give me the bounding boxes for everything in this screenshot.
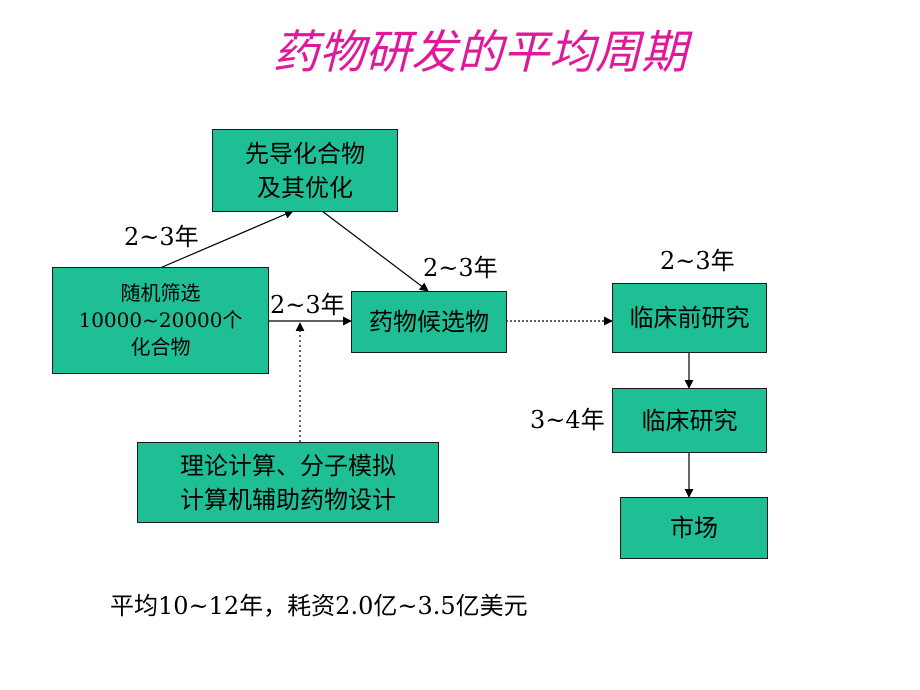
node-line: 及其优化 bbox=[257, 173, 353, 202]
node-market: 市场 bbox=[620, 497, 768, 559]
node-line: 临床前研究 bbox=[629, 304, 750, 332]
duration-preclinical: 2~3年 bbox=[660, 247, 735, 275]
node-lead-compound: 先导化合物 及其优化 bbox=[212, 129, 398, 212]
node-computational-design: 理论计算、分子模拟 计算机辅助药物设计 bbox=[137, 442, 439, 523]
node-line: 理论计算、分子模拟 bbox=[180, 451, 396, 480]
summary-footer: 平均10~12年，耗资2.0亿~3.5亿美元 bbox=[110, 592, 528, 620]
node-line: 化合物 bbox=[130, 335, 191, 359]
node-line: 市场 bbox=[670, 514, 718, 542]
node-drug-candidate: 药物候选物 bbox=[351, 291, 507, 353]
edge-screening-to-lead bbox=[159, 210, 294, 269]
page-title: 药物研发的平均周期 bbox=[273, 25, 687, 79]
node-line: 随机筛选 bbox=[120, 281, 201, 305]
duration-screening-to-candidate: 2~3年 bbox=[270, 291, 345, 319]
node-clinical: 临床研究 bbox=[612, 388, 767, 453]
node-random-screening: 随机筛选 10000~20000个 化合物 bbox=[52, 267, 269, 374]
node-line: 药物候选物 bbox=[369, 308, 489, 336]
node-line: 先导化合物 bbox=[245, 139, 365, 168]
duration-clinical: 3~4年 bbox=[530, 406, 605, 434]
node-line: 计算机辅助药物设计 bbox=[180, 485, 396, 514]
node-line: 10000~20000个 bbox=[78, 308, 243, 332]
node-line: 临床研究 bbox=[641, 406, 738, 435]
duration-screening-to-lead: 2~3年 bbox=[124, 223, 199, 251]
edge-lead-to-candidate bbox=[321, 210, 429, 292]
node-preclinical: 临床前研究 bbox=[612, 283, 767, 353]
duration-lead-to-candidate: 2~3年 bbox=[423, 254, 498, 282]
